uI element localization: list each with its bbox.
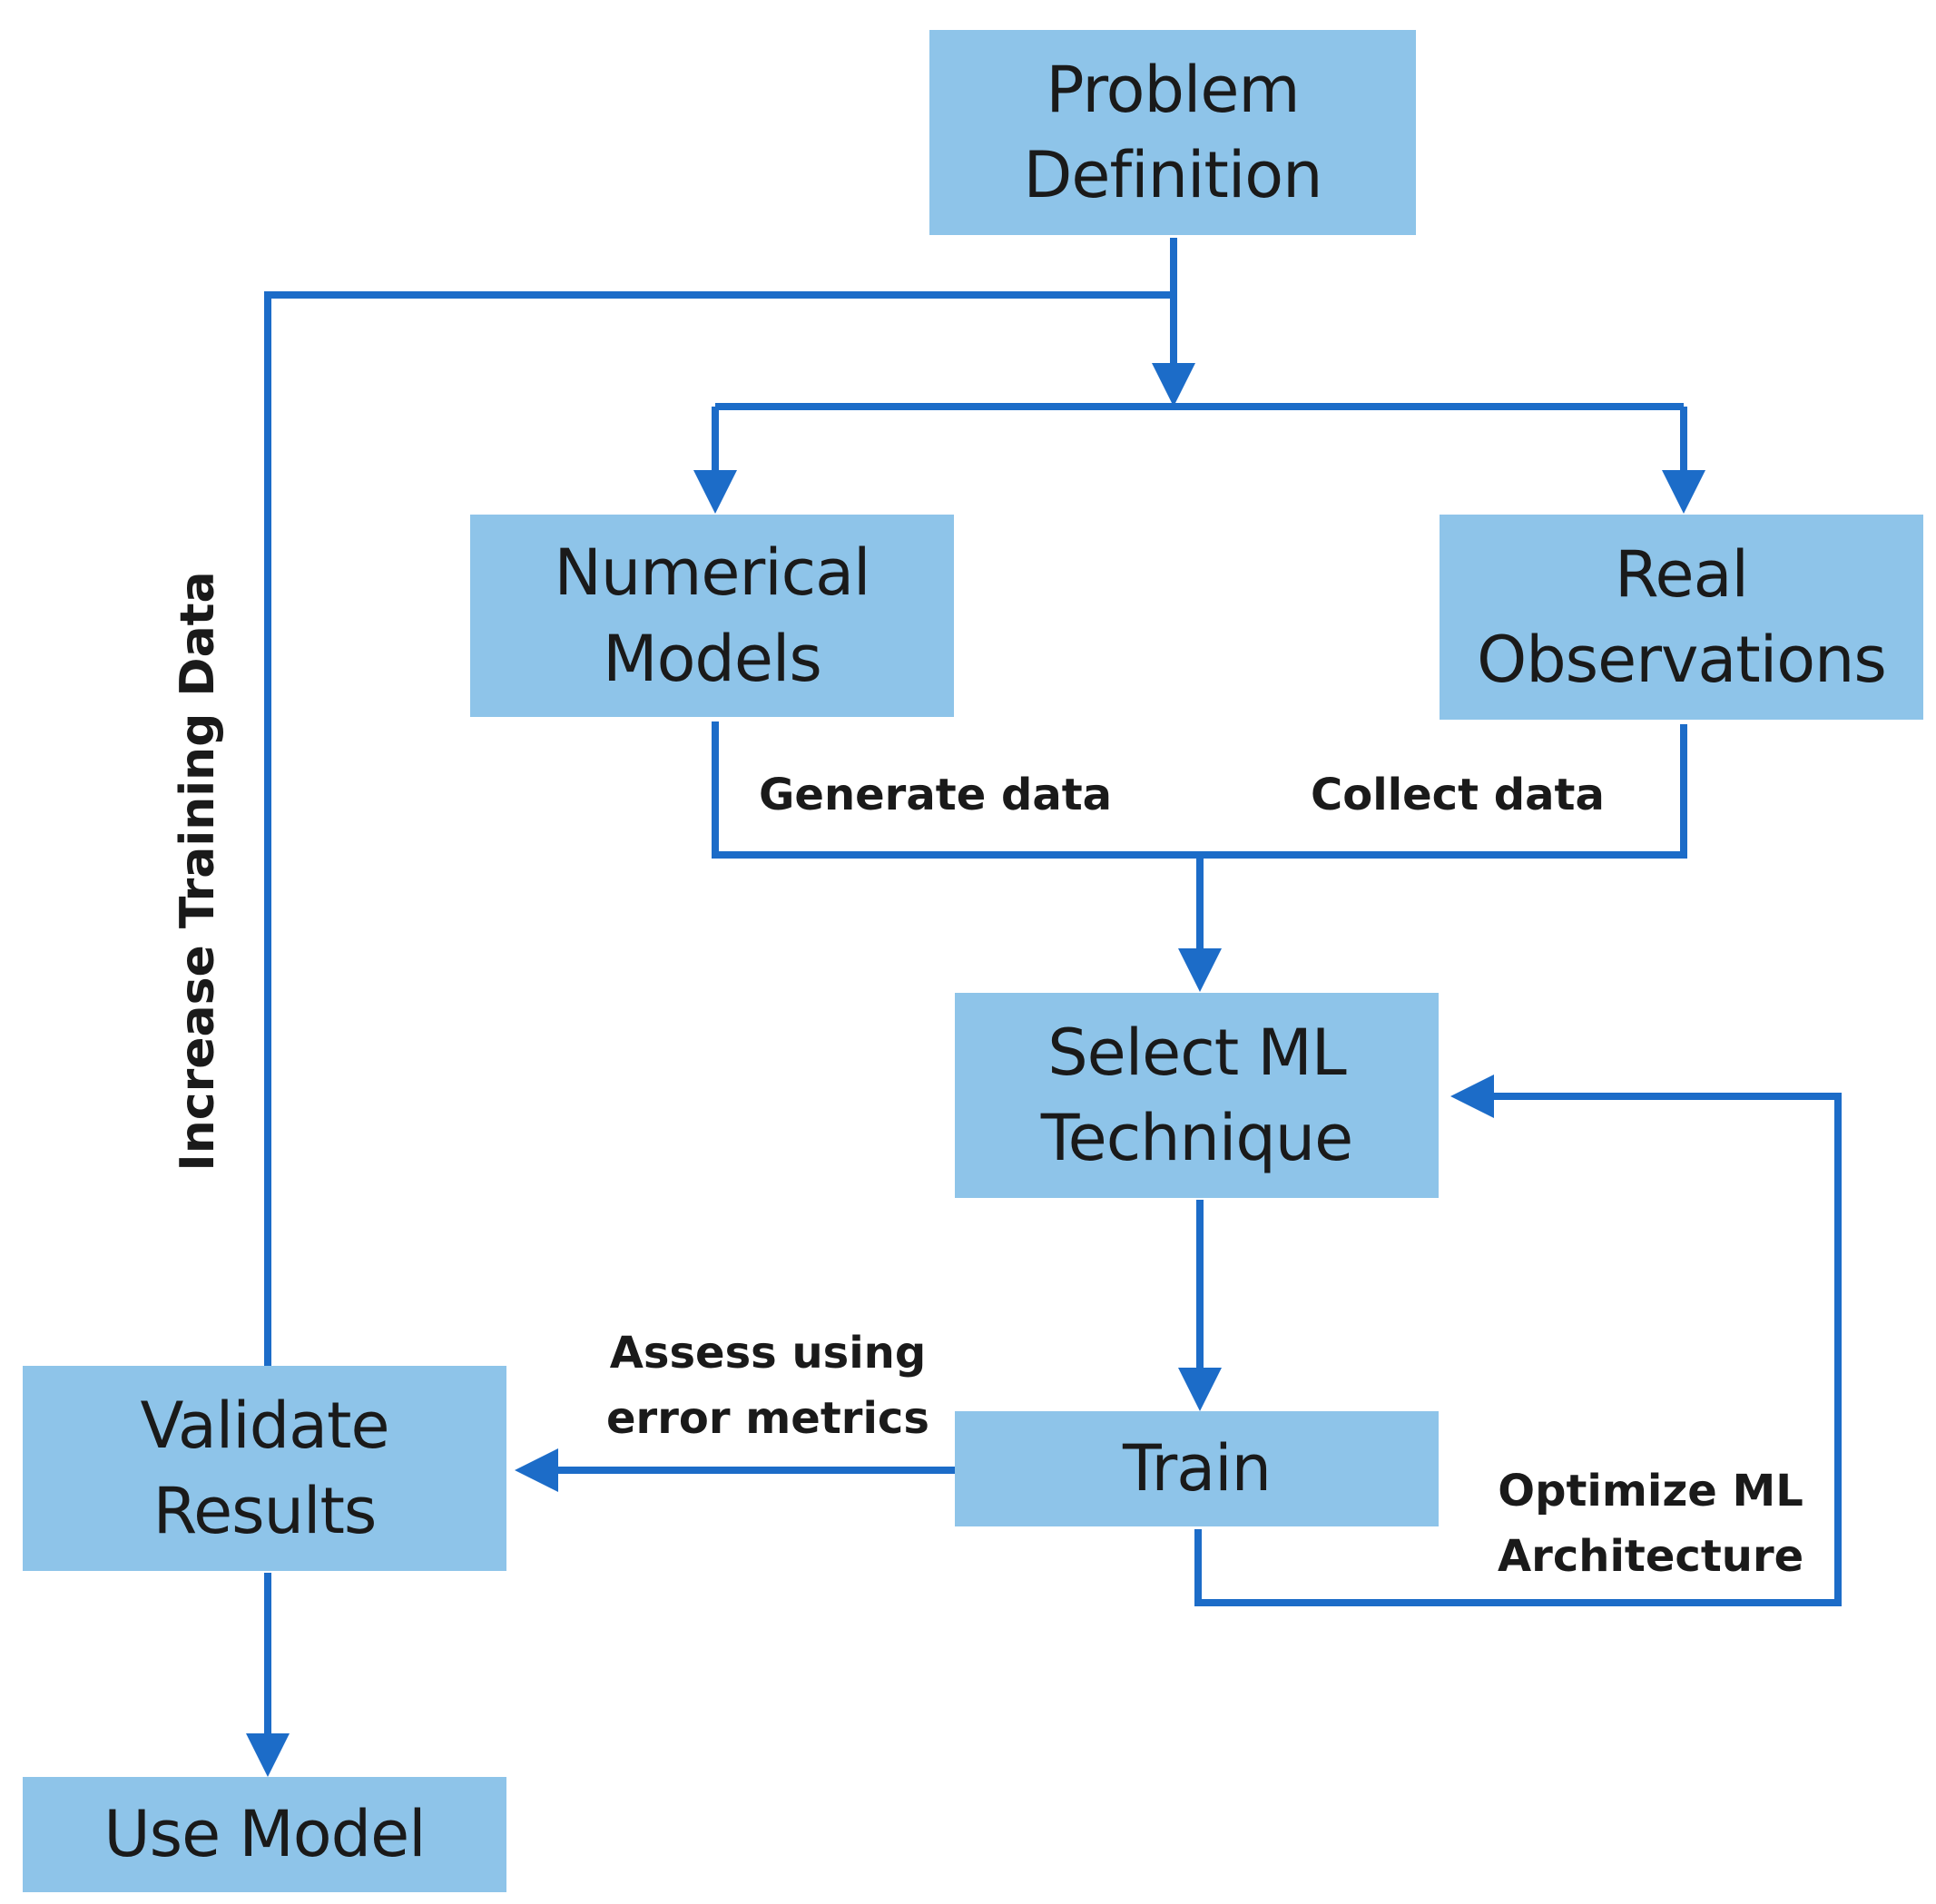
connector-optimize-loop — [1194, 1075, 1842, 1606]
train-box: Train — [955, 1411, 1439, 1526]
select-ml-technique-box: Select ML Technique — [955, 993, 1439, 1198]
use-model-box: Use Model — [23, 1777, 506, 1892]
optimize-line1: Optimize ML — [1498, 1466, 1803, 1516]
assess-line1: Assess using — [609, 1328, 927, 1379]
validate-results-box: Validate Results — [23, 1366, 506, 1571]
collect-data-label: Collect data — [1311, 770, 1605, 820]
problem-definition-line1: Problem — [1046, 52, 1300, 127]
select-ml-technique-line2: Technique — [1040, 1101, 1353, 1175]
increase-training-data-label: Increase Training Data — [171, 571, 225, 1172]
generate-data-label: Generate data — [759, 770, 1113, 820]
real-observations-box: Real Observations — [1440, 515, 1923, 720]
assess-error-metrics-label: Assess using error metrics — [606, 1320, 929, 1451]
optimize-line2: Architecture — [1498, 1531, 1804, 1582]
train-label: Train — [1123, 1431, 1272, 1507]
real-observations-line1: Real — [1615, 536, 1749, 612]
validate-results-line2: Results — [152, 1474, 378, 1548]
assess-line2: error metrics — [606, 1393, 929, 1444]
optimize-ml-architecture-label: Optimize ML Architecture — [1498, 1458, 1803, 1589]
problem-definition-box: Problem Definition — [929, 30, 1416, 235]
problem-definition-line2: Definition — [1023, 138, 1323, 212]
real-observations-line2: Observations — [1477, 623, 1887, 697]
numerical-models-line1: Numerical — [554, 535, 870, 610]
numerical-models-box: Numerical Models — [470, 515, 954, 717]
select-ml-technique-line1: Select ML — [1047, 1015, 1347, 1090]
numerical-models-line2: Models — [603, 621, 822, 696]
connector-feedback-loop — [264, 291, 1174, 1366]
use-model-label: Use Model — [103, 1797, 426, 1872]
validate-results-line1: Validate — [140, 1388, 389, 1463]
